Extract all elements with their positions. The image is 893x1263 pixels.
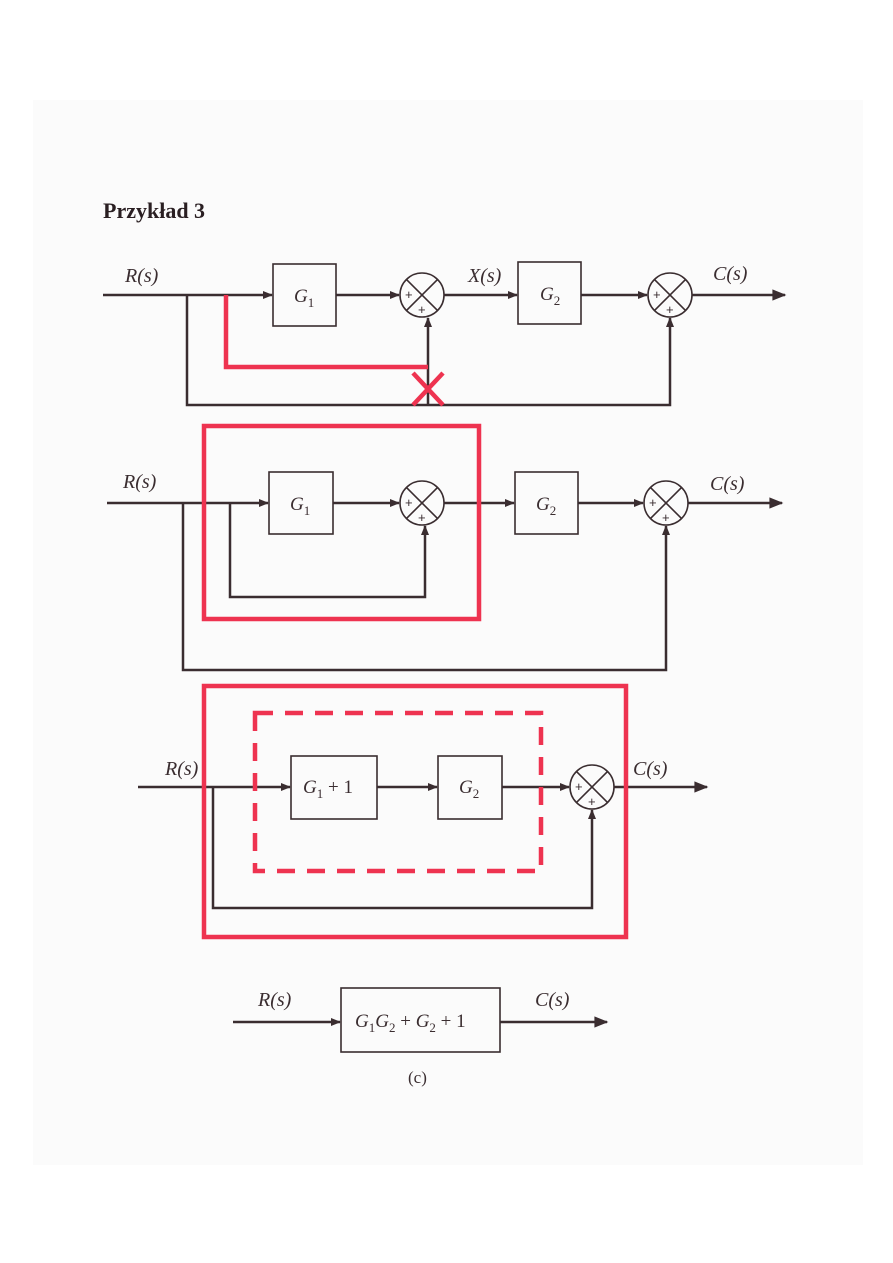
feedforward-path-3 xyxy=(211,787,596,910)
plus-sign: + xyxy=(649,495,657,510)
plus-sign: + xyxy=(418,302,426,317)
red-highlight-box-3 xyxy=(201,683,629,940)
red-moved-branch xyxy=(223,295,428,370)
g2-label-3: G2 xyxy=(459,777,479,801)
plus-sign: + xyxy=(662,510,670,525)
red-x-mark xyxy=(411,371,445,407)
final-transfer-block xyxy=(340,987,501,1053)
x-label-1: X(s) xyxy=(467,265,502,287)
r-label-1: R(s) xyxy=(124,265,159,287)
plus-sign: + xyxy=(405,495,413,510)
c-label-1: C(s) xyxy=(713,263,748,285)
diagram-4: R(s) G1G2 + G2 + 1 C(s) (c) xyxy=(233,987,609,1087)
g1-plus-1-label: G1 + 1 xyxy=(303,777,353,801)
plus-sign: + xyxy=(666,302,674,317)
diagram-1: R(s) G1 + + X(s) G2 + + C(s) xyxy=(103,261,787,407)
sum-cross-b xyxy=(649,486,683,520)
r-label-2: R(s) xyxy=(122,471,157,493)
figure-caption: (c) xyxy=(408,1068,427,1087)
plus-sign: + xyxy=(575,779,583,794)
red-dashed-box-3 xyxy=(252,710,544,874)
sum-cross-b xyxy=(653,278,687,312)
g2-label-2: G2 xyxy=(536,494,556,518)
r-label-4: R(s) xyxy=(257,989,292,1011)
plus-sign: + xyxy=(418,510,426,525)
diagram-3: R(s) G1 + 1 G2 + + C(s) xyxy=(138,683,709,940)
plus-sign: + xyxy=(588,794,596,809)
plus-sign: + xyxy=(653,287,661,302)
final-transfer-label: G1G2 + G2 + 1 xyxy=(355,1011,466,1035)
c-label-3: C(s) xyxy=(633,758,668,780)
g2-label-1: G2 xyxy=(540,284,560,308)
red-highlight-box-2 xyxy=(201,423,482,622)
c-label-4: C(s) xyxy=(535,989,570,1011)
g1-label-1: G1 xyxy=(294,286,314,310)
g1-label-2: G1 xyxy=(290,494,310,518)
diagram-2: R(s) G1 + + G2 + + C(s) xyxy=(107,423,784,672)
g2-block-1 xyxy=(517,261,582,325)
inner-feedforward-2 xyxy=(228,503,429,599)
r-label-3: R(s) xyxy=(164,758,199,780)
outer-feedforward-2 xyxy=(181,503,670,672)
page-title: Przykład 3 xyxy=(103,198,206,223)
sum-cross-b xyxy=(405,486,439,520)
sum-cross-b xyxy=(575,770,609,804)
c-label-2: C(s) xyxy=(710,473,745,495)
plus-sign: + xyxy=(405,287,413,302)
sum-cross-b xyxy=(405,278,439,312)
